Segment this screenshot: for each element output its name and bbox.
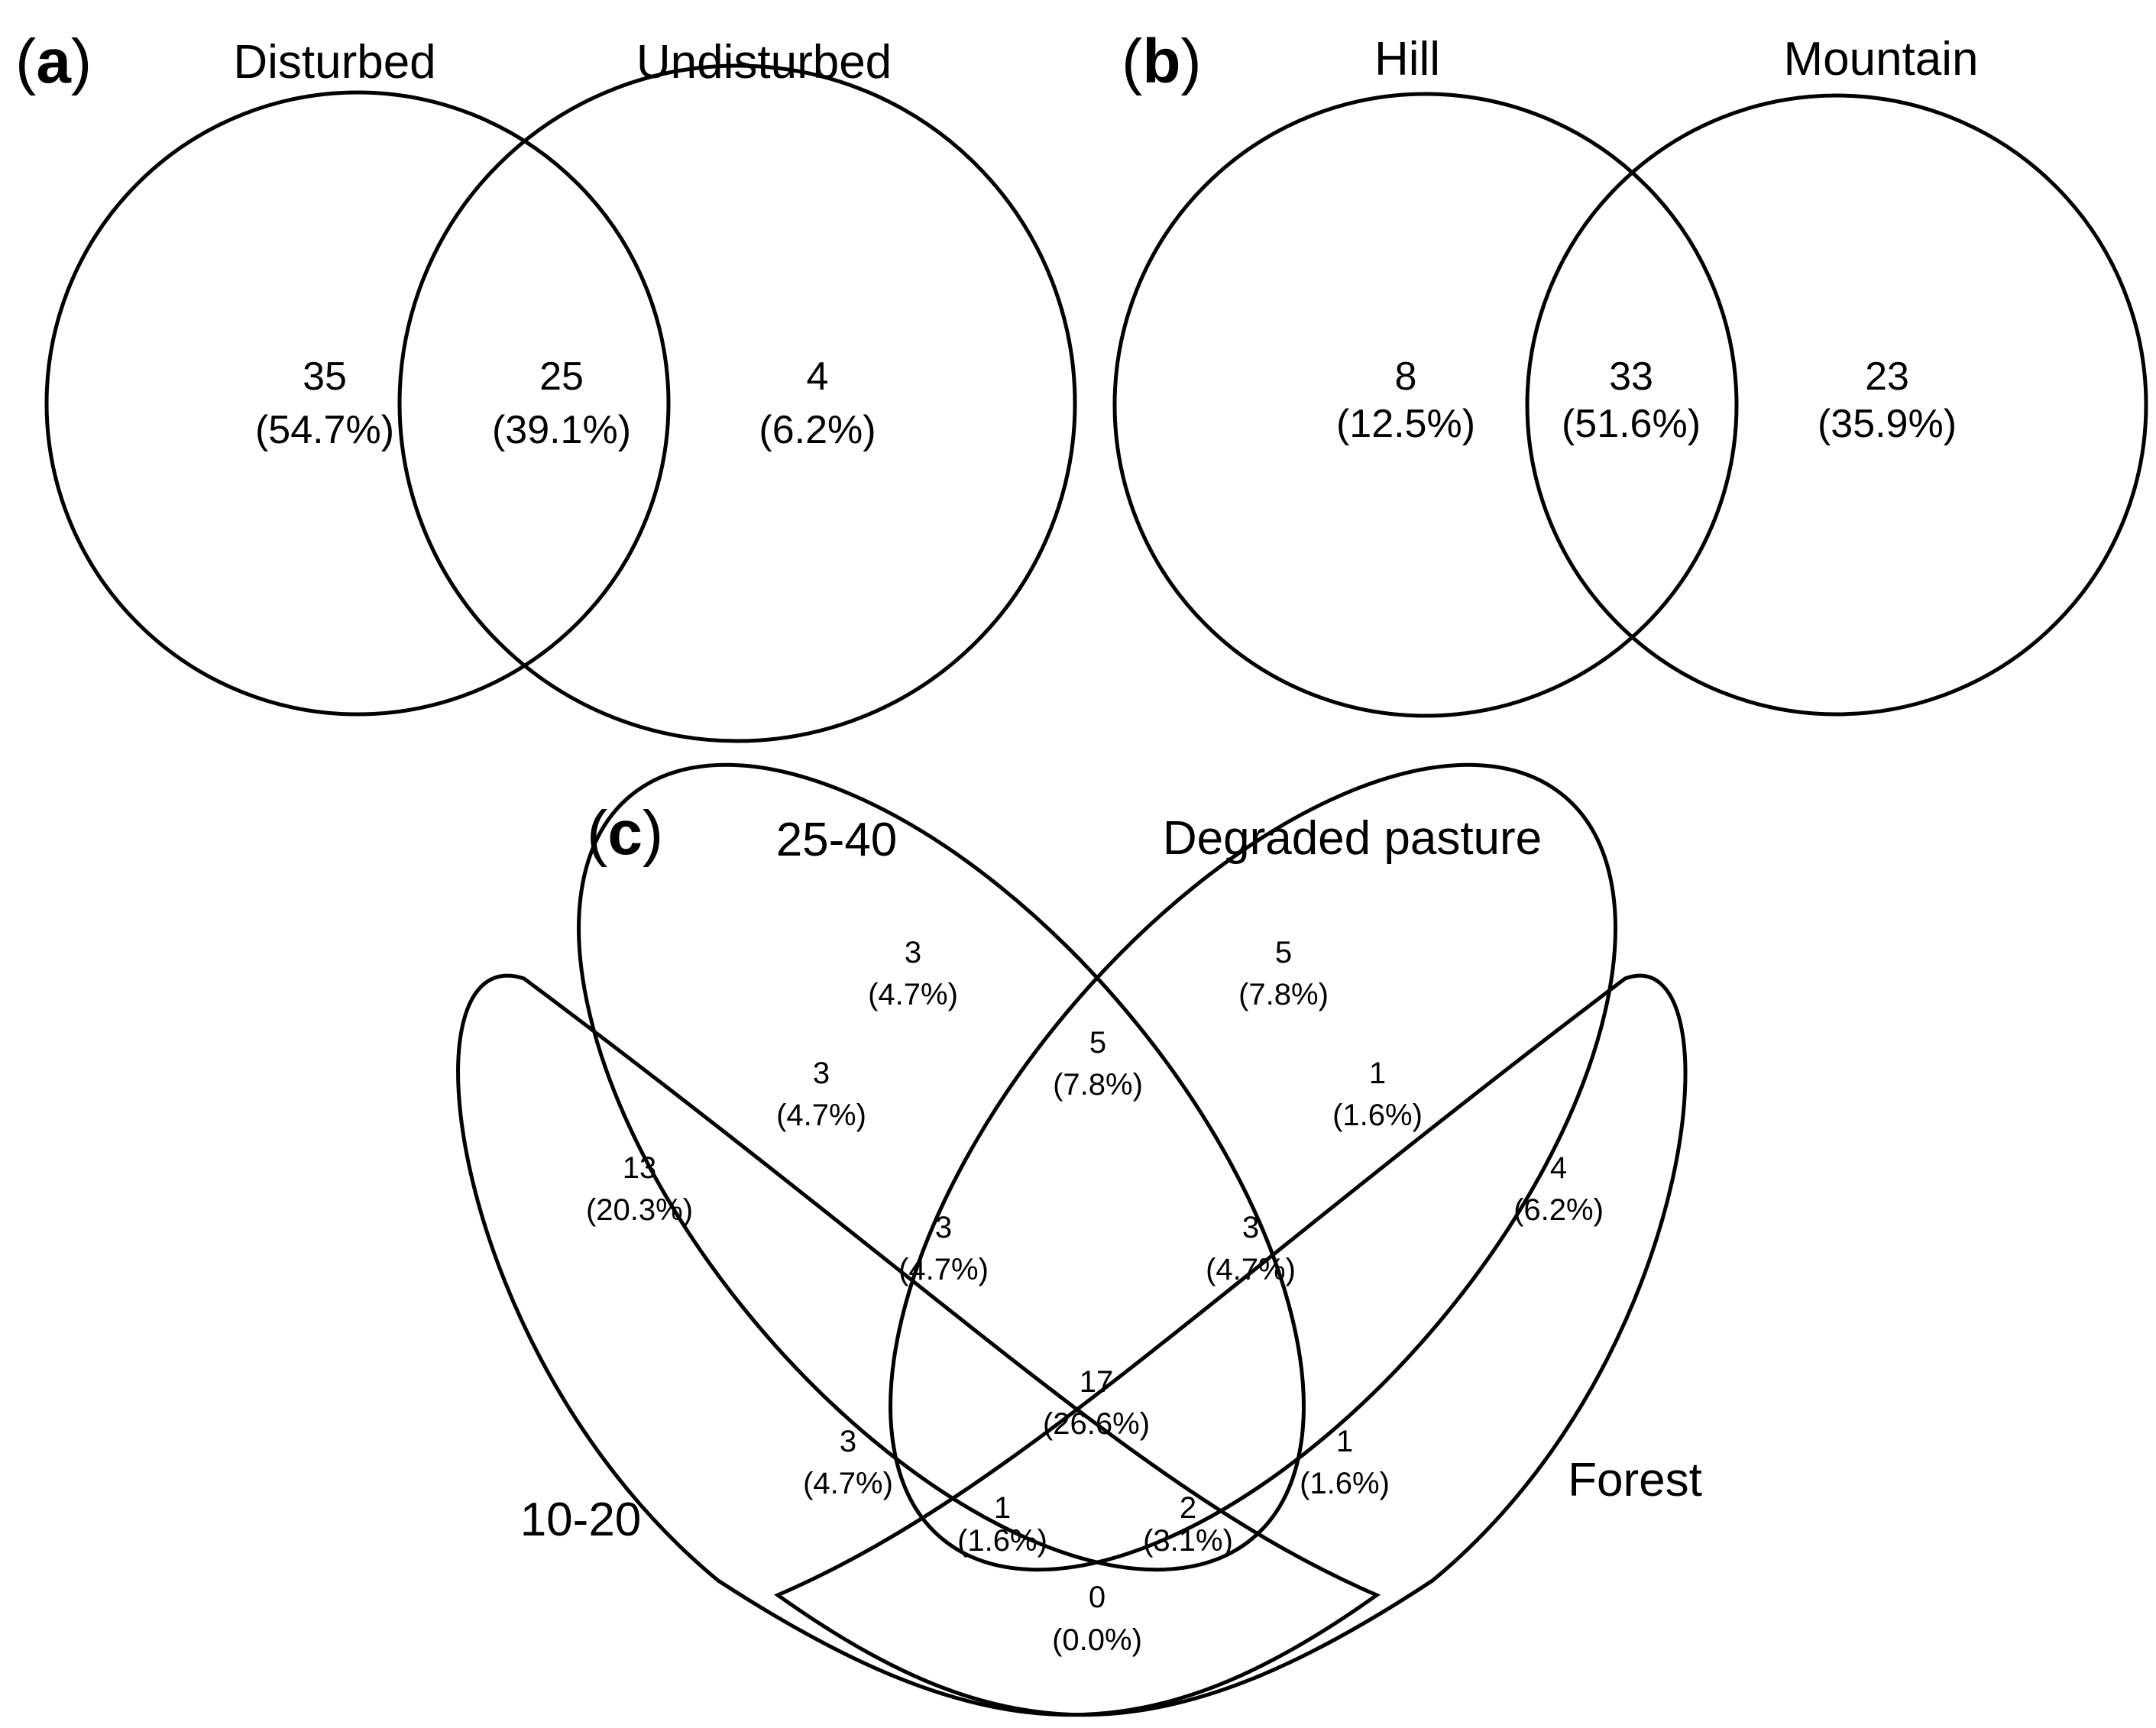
region-count: 5 — [1275, 936, 1292, 969]
region-labels: 3 (4.7%) 5 (7.8%) 3 (4.7%) 5 (7.8%) 1 (1… — [586, 936, 1604, 1657]
region-percent: (0.0%) — [1052, 1623, 1142, 1657]
set-label-degraded-pasture: Degraded pasture — [1163, 812, 1542, 865]
panel-c-letter: c — [607, 798, 643, 868]
region-count: 3 — [935, 1211, 952, 1244]
ellipse-degraded-pasture — [889, 762, 1617, 1572]
ellipse-forest — [773, 973, 1688, 1717]
region-percent: (39.1%) — [492, 408, 631, 452]
region-percent: (7.8%) — [1053, 1068, 1143, 1102]
region-percent: (7.8%) — [1238, 978, 1329, 1011]
region-count: 35 — [303, 354, 347, 399]
set-label-undisturbed: Undisturbed — [636, 36, 892, 89]
circle-undisturbed — [397, 63, 1077, 743]
region-percent: (1.6%) — [957, 1524, 1047, 1558]
region-percent: (4.7%) — [868, 978, 958, 1011]
region-count: 3 — [905, 936, 921, 969]
region-percent: (1.6%) — [1332, 1099, 1423, 1132]
region-percent: (51.6%) — [1562, 402, 1701, 446]
region-count: 8 — [1395, 354, 1417, 399]
region-count: 3 — [1242, 1211, 1259, 1244]
region-percent: (12.5%) — [1336, 402, 1475, 446]
ellipse-25-40 — [577, 762, 1306, 1572]
panel-a-label: (a) — [15, 27, 92, 96]
panel-a-letter: a — [36, 27, 72, 96]
region-percent: (20.3%) — [586, 1193, 693, 1227]
region-count: 1 — [1336, 1425, 1353, 1458]
region-percent: (6.2%) — [1513, 1193, 1604, 1227]
region-count: 1 — [1369, 1057, 1386, 1090]
set-label-25-40: 25-40 — [776, 814, 898, 866]
set-label-forest: Forest — [1568, 1454, 1702, 1506]
region-percent: (3.1%) — [1143, 1524, 1233, 1558]
circle-mountain — [1525, 93, 2148, 717]
region-count: 4 — [807, 354, 829, 399]
panel-c: (c) 10-20 25-40 Degraded pasture Forest … — [456, 762, 1702, 1717]
region-count: 1 — [994, 1491, 1011, 1525]
region-percent: (26.6%) — [1043, 1407, 1150, 1441]
region-count: 3 — [840, 1425, 856, 1458]
circle-disturbed — [44, 90, 671, 717]
region-count: 5 — [1089, 1026, 1106, 1060]
panel-a: (a) Disturbed Undisturbed 35 (54.7%) 25 … — [15, 27, 1077, 743]
region-count: 2 — [1180, 1491, 1196, 1525]
region-count: 23 — [1865, 354, 1909, 399]
region-count: 4 — [1550, 1151, 1567, 1185]
region-percent: (4.7%) — [898, 1253, 989, 1286]
panel-b-label: (b) — [1122, 27, 1202, 96]
panel-c-label: (c) — [587, 798, 663, 868]
set-label-disturbed: Disturbed — [233, 36, 435, 89]
region-percent: (4.7%) — [803, 1467, 893, 1500]
region-percent: (4.7%) — [1206, 1253, 1296, 1286]
circle-hill — [1112, 92, 1739, 718]
set-label-mountain: Mountain — [1783, 33, 1978, 86]
region-count: 33 — [1609, 354, 1653, 399]
panel-b: (b) Hill Mountain 8 (12.5%) 33 (51.6%) 2… — [1112, 27, 2148, 718]
set-label-10-20: 10-20 — [520, 1493, 642, 1546]
ellipse-10-20 — [456, 973, 1381, 1717]
region-count: 3 — [813, 1057, 830, 1090]
region-percent: (1.6%) — [1300, 1467, 1390, 1500]
region-percent: (35.9%) — [1818, 402, 1957, 446]
region-count: 13 — [623, 1151, 657, 1185]
set-label-hill: Hill — [1374, 33, 1440, 86]
region-count: 25 — [539, 354, 584, 399]
region-percent: (54.7%) — [255, 408, 394, 452]
panel-b-letter: b — [1142, 27, 1180, 96]
region-percent: (4.7%) — [776, 1099, 866, 1132]
region-percent: (6.2%) — [759, 408, 876, 452]
region-count: 17 — [1080, 1365, 1114, 1399]
region-count: 0 — [1089, 1581, 1106, 1614]
